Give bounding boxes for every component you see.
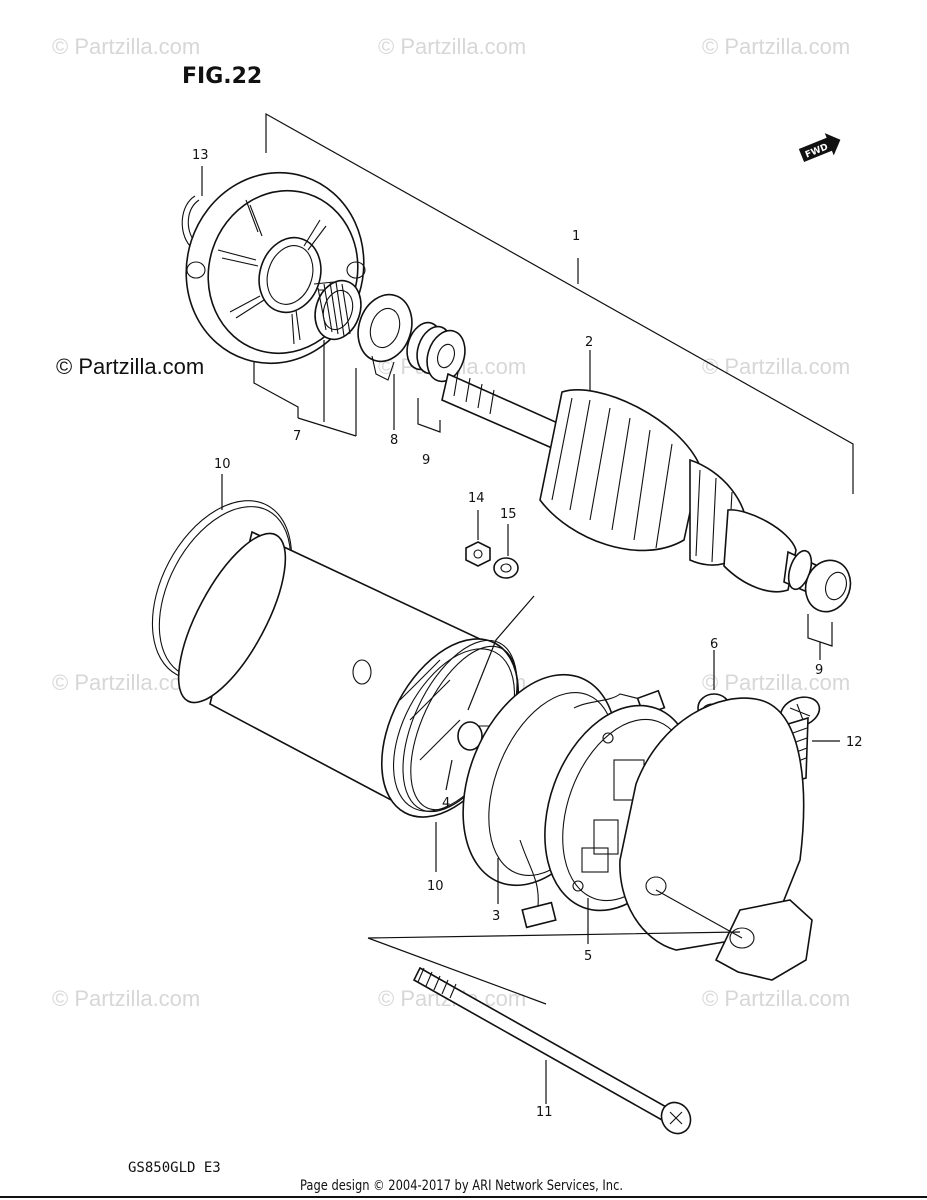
callout-2: 2 [585,335,593,350]
watermark: © Partzilla.com [702,986,851,1011]
washer-9-lower [804,559,852,613]
callout-7: 7 [293,429,301,444]
watermark: © Partzilla.com [378,34,527,59]
nut-14 [465,541,491,567]
armature-2 [441,371,819,596]
callout-1: 1 [572,229,580,244]
footer-credit: Page design © 2004-2017 by ARI Network S… [300,1178,624,1194]
bracket-item-1 [265,112,854,494]
through-bolt-11 [412,966,692,1135]
callout-4: 4 [442,796,450,811]
model-code: GS850GLD E3 [128,1160,221,1176]
callout-11: 11 [536,1105,553,1120]
watermark: © Partzilla.com [702,354,851,379]
figure-title: FIG.22 [182,64,263,89]
callout-3: 3 [492,909,500,924]
callout-15: 15 [500,507,517,522]
callout-6: 6 [710,637,718,652]
callout-9-lower: 9 [815,663,823,678]
watermark: © Partzilla.com [702,670,851,695]
watermark: © Partzilla.com [52,986,201,1011]
callout-8: 8 [390,433,398,448]
washer-15 [493,557,519,579]
callout-9-upper: 9 [422,453,430,468]
callout-13: 13 [192,148,209,163]
callout-14: 14 [468,491,485,506]
washer-9-upper [406,321,466,383]
fwd-label: FWD [804,142,830,160]
end-cover [619,697,813,981]
fwd-arrow-icon: FWD [798,133,841,162]
watermark-dark: © Partzilla.com [56,354,205,379]
callout-12: 12 [846,735,863,750]
callout-10-mid: 10 [427,879,444,894]
callout-5: 5 [584,949,592,964]
bearing [314,279,362,341]
watermark: © Partzilla.com [702,34,851,59]
brush-plate-8 [357,293,413,381]
footer-divider [0,1196,927,1198]
end-cover-7 [185,171,366,365]
watermark: © Partzilla.com [52,34,201,59]
callout-10-left: 10 [214,457,231,472]
